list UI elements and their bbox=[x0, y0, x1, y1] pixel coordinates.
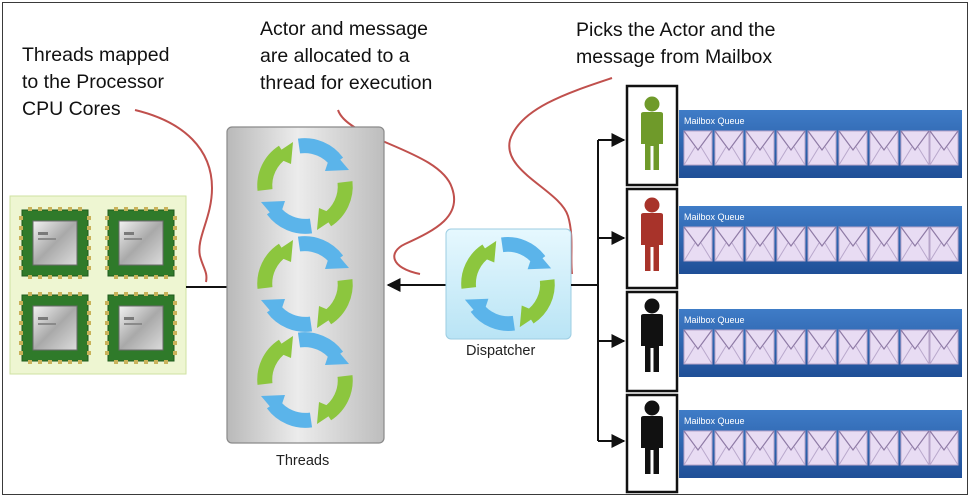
envelope-icon bbox=[714, 226, 744, 262]
annotation-line: to the Processor bbox=[22, 71, 164, 93]
envelope-icon bbox=[776, 329, 806, 365]
envelope-icon bbox=[776, 130, 806, 166]
actor-box bbox=[625, 290, 679, 393]
envelope-icon bbox=[714, 329, 744, 365]
actor-box bbox=[625, 393, 679, 494]
envelope-icon bbox=[745, 430, 775, 466]
mailbox-queue: Mailbox Queue bbox=[679, 110, 962, 178]
envelope-icon bbox=[745, 130, 775, 166]
annotation-actor-message: Actor and message are allocated to a thr… bbox=[260, 16, 432, 97]
mailbox-queue: Mailbox Queue bbox=[679, 206, 962, 274]
actor-box bbox=[625, 187, 679, 290]
mailbox-queue: Mailbox Queue bbox=[679, 410, 962, 478]
mailbox-queue-label: Mailbox Queue bbox=[684, 212, 745, 222]
envelope-icon bbox=[900, 130, 930, 166]
annotation-line: Actor and message bbox=[260, 18, 429, 40]
envelope-icon bbox=[745, 329, 775, 365]
envelope-icon bbox=[838, 329, 868, 365]
envelope-icon bbox=[900, 226, 930, 262]
envelope-icon bbox=[838, 430, 868, 466]
envelope-icon bbox=[807, 329, 837, 365]
envelope-icon bbox=[807, 130, 837, 166]
envelope-icon bbox=[869, 329, 899, 365]
envelope-icon bbox=[929, 226, 959, 262]
annotation-line: Picks the Actor and the bbox=[576, 19, 776, 41]
dispatcher-label: Dispatcher bbox=[466, 343, 536, 359]
mailbox-queue-label: Mailbox Queue bbox=[684, 315, 745, 325]
annotation-threads-mapped: Threads mapped to the Processor CPU Core… bbox=[22, 42, 169, 123]
envelope-icon bbox=[714, 430, 744, 466]
cpu-chip-icon bbox=[104, 291, 178, 365]
annotation-line: are allocated to a bbox=[260, 45, 410, 67]
envelope-icon bbox=[683, 430, 713, 466]
envelope-icon bbox=[929, 430, 959, 466]
threads-label: Threads bbox=[276, 453, 330, 469]
envelope-icon bbox=[869, 430, 899, 466]
annotation-line: CPU Cores bbox=[22, 98, 121, 120]
annotation-line: Threads mapped bbox=[22, 44, 170, 66]
envelope-icon bbox=[745, 226, 775, 262]
mailbox-queue-label: Mailbox Queue bbox=[684, 416, 745, 426]
annotation-line: message from Mailbox bbox=[576, 46, 773, 68]
envelope-icon bbox=[714, 130, 744, 166]
envelope-icon bbox=[683, 130, 713, 166]
envelope-icon bbox=[807, 226, 837, 262]
envelope-icon bbox=[900, 329, 930, 365]
envelope-icon bbox=[869, 130, 899, 166]
envelope-icon bbox=[776, 226, 806, 262]
mailbox-queue-label: Mailbox Queue bbox=[684, 116, 745, 126]
envelope-icon bbox=[683, 226, 713, 262]
annotation-picks-actor: Picks the Actor and the message from Mai… bbox=[576, 17, 775, 71]
cpu-chip-icon bbox=[18, 206, 92, 280]
mailbox-queue: Mailbox Queue bbox=[679, 309, 962, 377]
annotation-line: thread for execution bbox=[260, 72, 433, 94]
annotation-curve-threads bbox=[134, 109, 214, 283]
cpu-chip-icon bbox=[18, 291, 92, 365]
envelope-icon bbox=[929, 130, 959, 166]
envelope-icon bbox=[838, 130, 868, 166]
envelope-icon bbox=[683, 329, 713, 365]
envelope-icon bbox=[776, 430, 806, 466]
actor-box bbox=[625, 84, 679, 187]
envelope-icon bbox=[869, 226, 899, 262]
envelope-icon bbox=[929, 329, 959, 365]
envelope-icon bbox=[838, 226, 868, 262]
cpu-chip-icon bbox=[104, 206, 178, 280]
envelope-icon bbox=[807, 430, 837, 466]
envelope-icon bbox=[900, 430, 930, 466]
threads-panel bbox=[226, 126, 385, 444]
